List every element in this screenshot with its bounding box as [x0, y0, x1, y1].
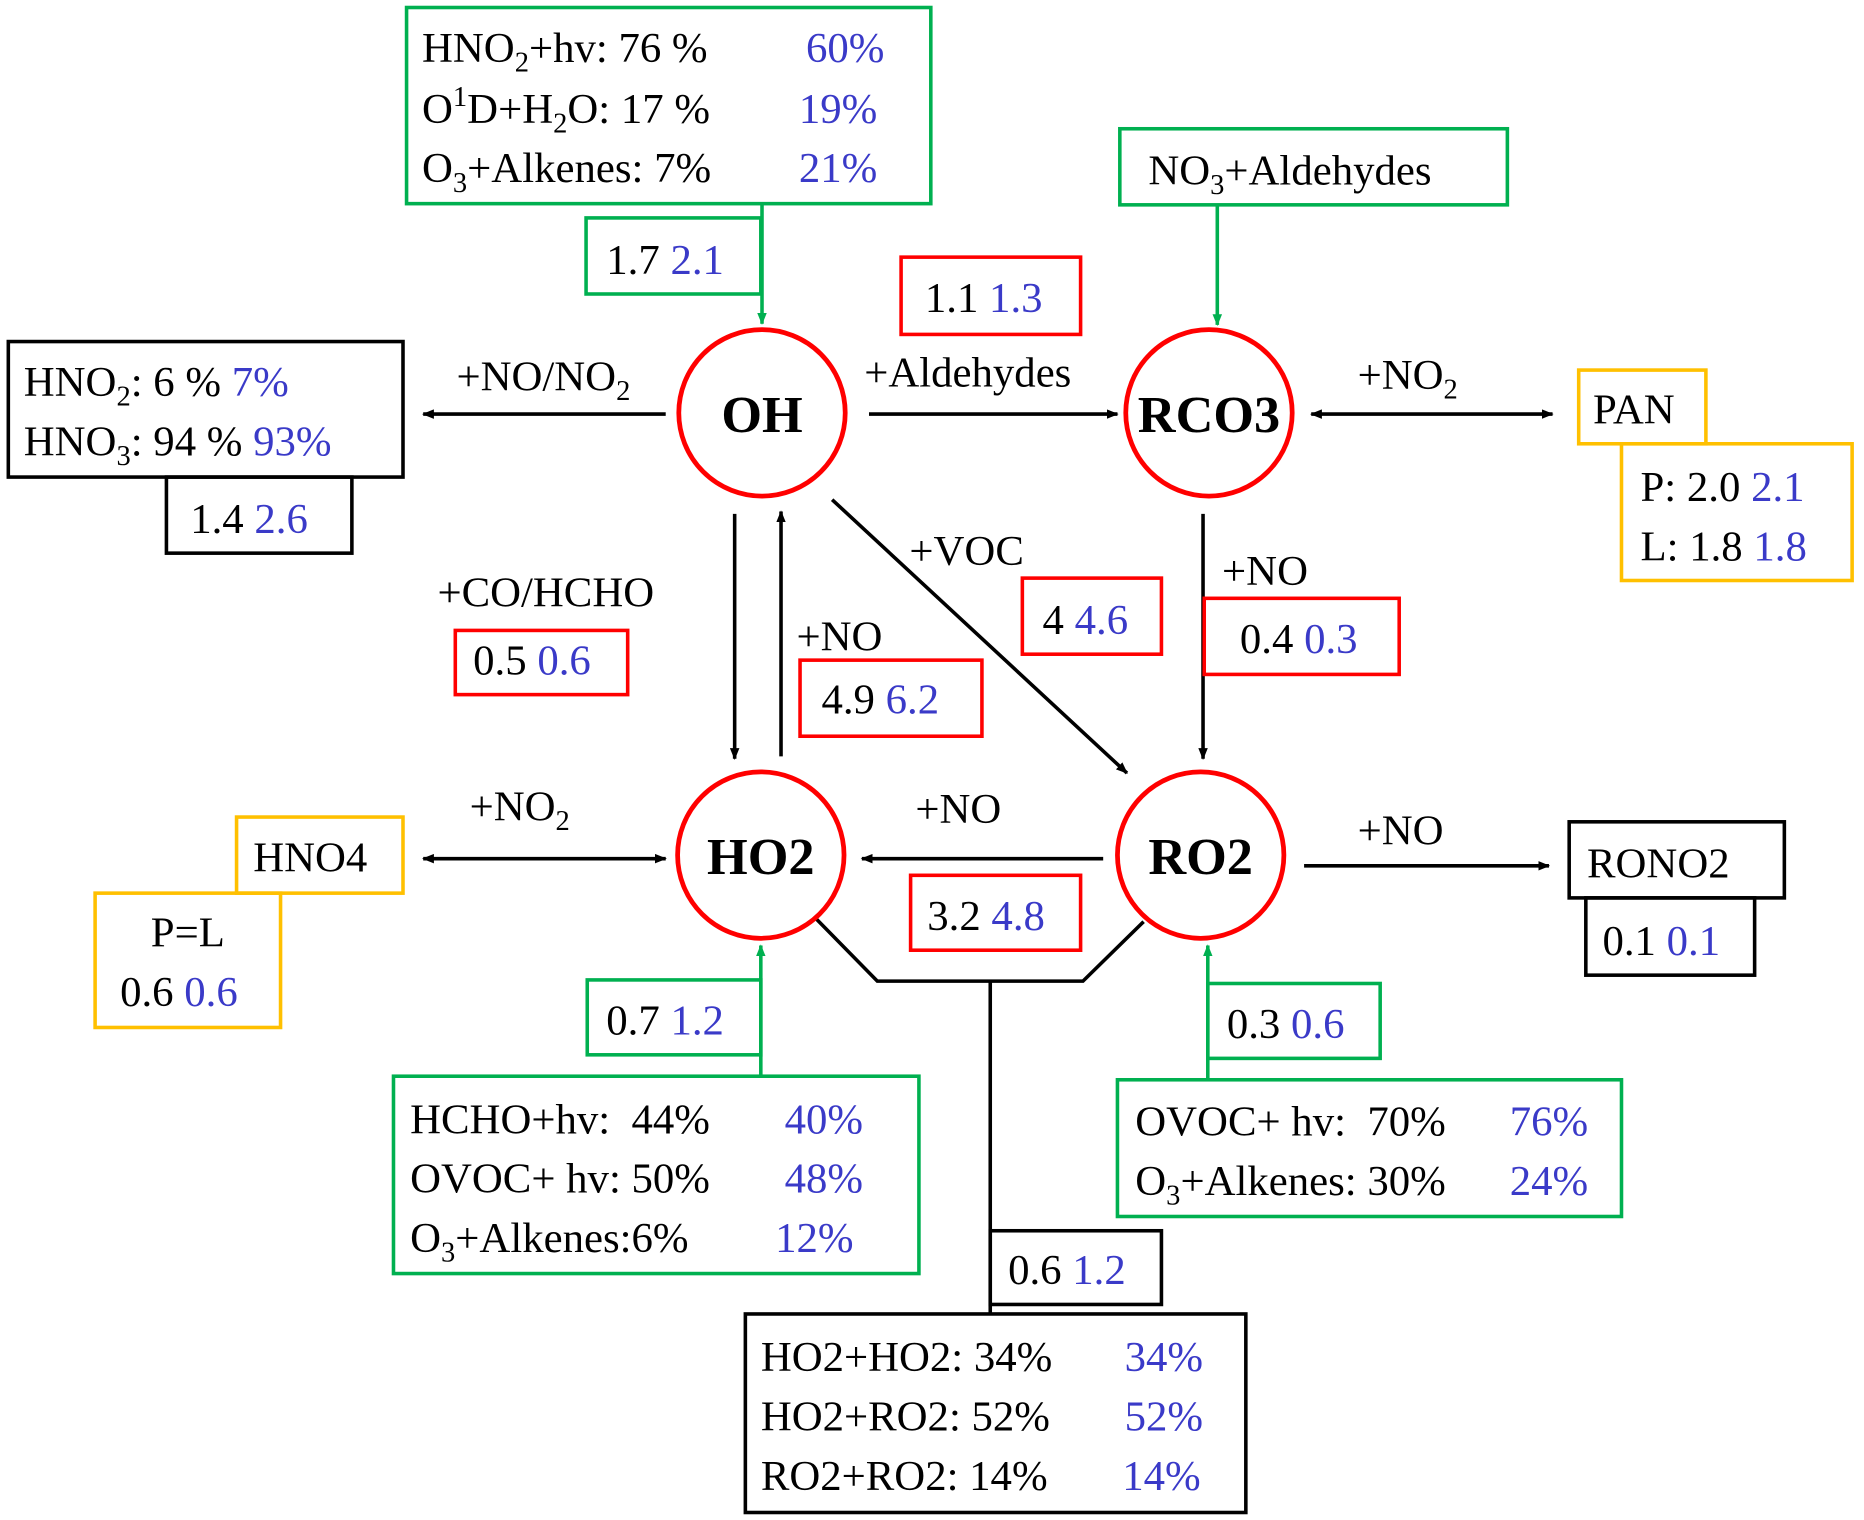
- svg-text:O3+Alkenes: 7%: O3+Alkenes: 7%: [422, 145, 711, 199]
- svg-text:1.4 2.6: 1.4 2.6: [190, 496, 308, 543]
- svg-text:HNO2+hv: 76 %: HNO2+hv: 76 %: [422, 25, 708, 79]
- svg-text:1.1 1.3: 1.1 1.3: [925, 275, 1043, 322]
- svg-text:1.7 2.1: 1.7 2.1: [606, 237, 724, 284]
- svg-text:76%: 76%: [1510, 1099, 1588, 1146]
- radical-loss-connector: [814, 916, 1145, 983]
- oh-ro2-label: +VOC: [909, 528, 1023, 575]
- oh-source-rate-box: 1.7 2.1: [584, 216, 763, 296]
- ro2-ho2-label: +NO: [915, 786, 1001, 833]
- svg-text:O1D+H2O: 17 %: O1D+H2O: 17 %: [422, 82, 710, 139]
- ro2-sources-box: OVOC+ hv: 70% 76% O3+Alkenes: 30% 24%: [1115, 1077, 1624, 1219]
- oh-ho2-rate-box: 0.5 0.6: [453, 628, 630, 697]
- svg-text:48%: 48%: [785, 1156, 863, 1203]
- svg-text:0.1 0.1: 0.1 0.1: [1602, 918, 1720, 965]
- node-ho2: HO2: [675, 769, 847, 941]
- svg-text:RO2: RO2: [1148, 828, 1253, 886]
- svg-text:0.3 0.6: 0.3 0.6: [1227, 1001, 1345, 1048]
- svg-text:HO2+RO2: 52%: HO2+RO2: 52%: [761, 1393, 1050, 1440]
- radical-loss-box: HO2+HO2: 34% 34% HO2+RO2: 52% 52% RO2+RO…: [743, 1312, 1248, 1515]
- svg-text:O3+Alkenes:6%: O3+Alkenes:6%: [410, 1215, 688, 1269]
- svg-text:21%: 21%: [799, 145, 877, 192]
- svg-text:HO2+HO2: 34%: HO2+HO2: 34%: [761, 1334, 1053, 1381]
- svg-text:0.5 0.6: 0.5 0.6: [473, 637, 591, 684]
- oh-sink-label: +NO/NO2: [456, 353, 630, 407]
- svg-text:4.9 6.2: 4.9 6.2: [821, 677, 939, 724]
- svg-text:HO2: HO2: [707, 828, 815, 886]
- ro2-rono2-label: +NO: [1358, 807, 1444, 854]
- ho2-source-rate-box: 0.7 1.2: [585, 978, 763, 1057]
- svg-text:24%: 24%: [1510, 1158, 1588, 1205]
- svg-text:PAN: PAN: [1593, 387, 1675, 434]
- pan-box: PAN: [1576, 368, 1708, 446]
- pan-rate-box: P: 2.0 2.1 L: 1.8 1.8: [1619, 442, 1854, 583]
- rono2-box: RONO2: [1567, 820, 1787, 900]
- svg-text:HNO2: 6 % 7%: HNO2: 6 % 7%: [24, 359, 289, 413]
- node-rco3: RCO3: [1123, 327, 1295, 499]
- svg-text:O3+Alkenes: 30%: O3+Alkenes: 30%: [1135, 1158, 1446, 1212]
- svg-text:34%: 34%: [1125, 1334, 1203, 1381]
- ro2-ho2-rate-box: 3.2 4.8: [908, 873, 1083, 952]
- rco3-source-box: NO3+Aldehydes: [1118, 126, 1510, 207]
- node-ro2: RO2: [1115, 769, 1287, 941]
- svg-text:NO3+Aldehydes: NO3+Aldehydes: [1148, 148, 1431, 202]
- svg-text:RO2+RO2: 14%: RO2+RO2: 14%: [761, 1453, 1048, 1500]
- svg-text:HNO3: 94 % 93%: HNO3: 94 % 93%: [24, 419, 332, 473]
- svg-text:40%: 40%: [785, 1096, 863, 1143]
- oh-sink-rate-box: 1.4 2.6: [164, 475, 354, 555]
- oh-rco3-label: +Aldehydes: [864, 350, 1071, 397]
- svg-text:OVOC+ hv: 50%: OVOC+ hv: 50%: [410, 1156, 710, 1203]
- svg-text:HNO4: HNO4: [253, 835, 367, 882]
- svg-text:L: 1.8 1.8: L: 1.8 1.8: [1641, 523, 1807, 570]
- svg-text:0.4 0.3: 0.4 0.3: [1240, 616, 1358, 663]
- rco3-ro2-rate-box: 0.4 0.3: [1202, 596, 1401, 677]
- oh-sink-box: HNO2: 6 % 7% HNO3: 94 % 93%: [6, 339, 405, 479]
- oh-sources-box: HNO2+hv: 76 % 60% O1D+H2O: 17 % 19% O3+A…: [404, 5, 933, 206]
- svg-text:RONO2: RONO2: [1587, 841, 1730, 888]
- ho2-oh-rate-box: 4.9 6.2: [798, 658, 984, 739]
- oh-ro2-rate-box: 4 4.6: [1020, 576, 1164, 656]
- ho2-hno4-label: +NO2: [470, 784, 570, 838]
- svg-text:OH: OH: [721, 386, 802, 444]
- node-oh: OH: [676, 327, 848, 499]
- svg-text:RCO3: RCO3: [1138, 386, 1280, 444]
- rco3-ro2-label: +NO: [1222, 548, 1308, 595]
- ho2-sources-box: HCHO+hv: 44% 40% OVOC+ hv: 50% 48% O3+Al…: [391, 1074, 921, 1276]
- svg-text:19%: 19%: [799, 86, 877, 133]
- rono2-rate-box: 0.1 0.1: [1584, 896, 1757, 977]
- rco3-pan-label: +NO2: [1358, 352, 1458, 406]
- svg-text:60%: 60%: [806, 25, 884, 72]
- svg-text:52%: 52%: [1125, 1393, 1203, 1440]
- oh-ro2-arrow: [830, 498, 1129, 775]
- oh-rco3-rate-box: 1.1 1.3: [899, 255, 1083, 337]
- svg-text:0.7 1.2: 0.7 1.2: [606, 998, 724, 1045]
- svg-text:0.6 0.6: 0.6 0.6: [120, 969, 238, 1016]
- svg-text:4 4.6: 4 4.6: [1043, 597, 1129, 644]
- svg-text:OVOC+ hv: 70%: OVOC+ hv: 70%: [1135, 1099, 1446, 1146]
- ro2-source-rate-box: 0.3 0.6: [1206, 981, 1382, 1061]
- svg-text:0.6 1.2: 0.6 1.2: [1008, 1247, 1126, 1294]
- svg-text:12%: 12%: [775, 1215, 853, 1262]
- svg-text:HCHO+hv: 44%: HCHO+hv: 44%: [410, 1096, 710, 1143]
- svg-text:14%: 14%: [1122, 1453, 1200, 1500]
- oh-ho2-label: +CO/HCHO: [437, 570, 654, 617]
- svg-text:P=L: P=L: [151, 910, 225, 957]
- svg-text:3.2 4.8: 3.2 4.8: [927, 893, 1045, 940]
- radical-loss-rate-box: 0.6 1.2: [988, 1228, 1164, 1307]
- hno4-box: HNO4: [234, 815, 405, 895]
- ho2-oh-label: +NO: [796, 614, 882, 661]
- svg-text:P: 2.0 2.1: P: 2.0 2.1: [1641, 464, 1805, 511]
- hno4-rate-box: P=L 0.6 0.6: [93, 891, 283, 1030]
